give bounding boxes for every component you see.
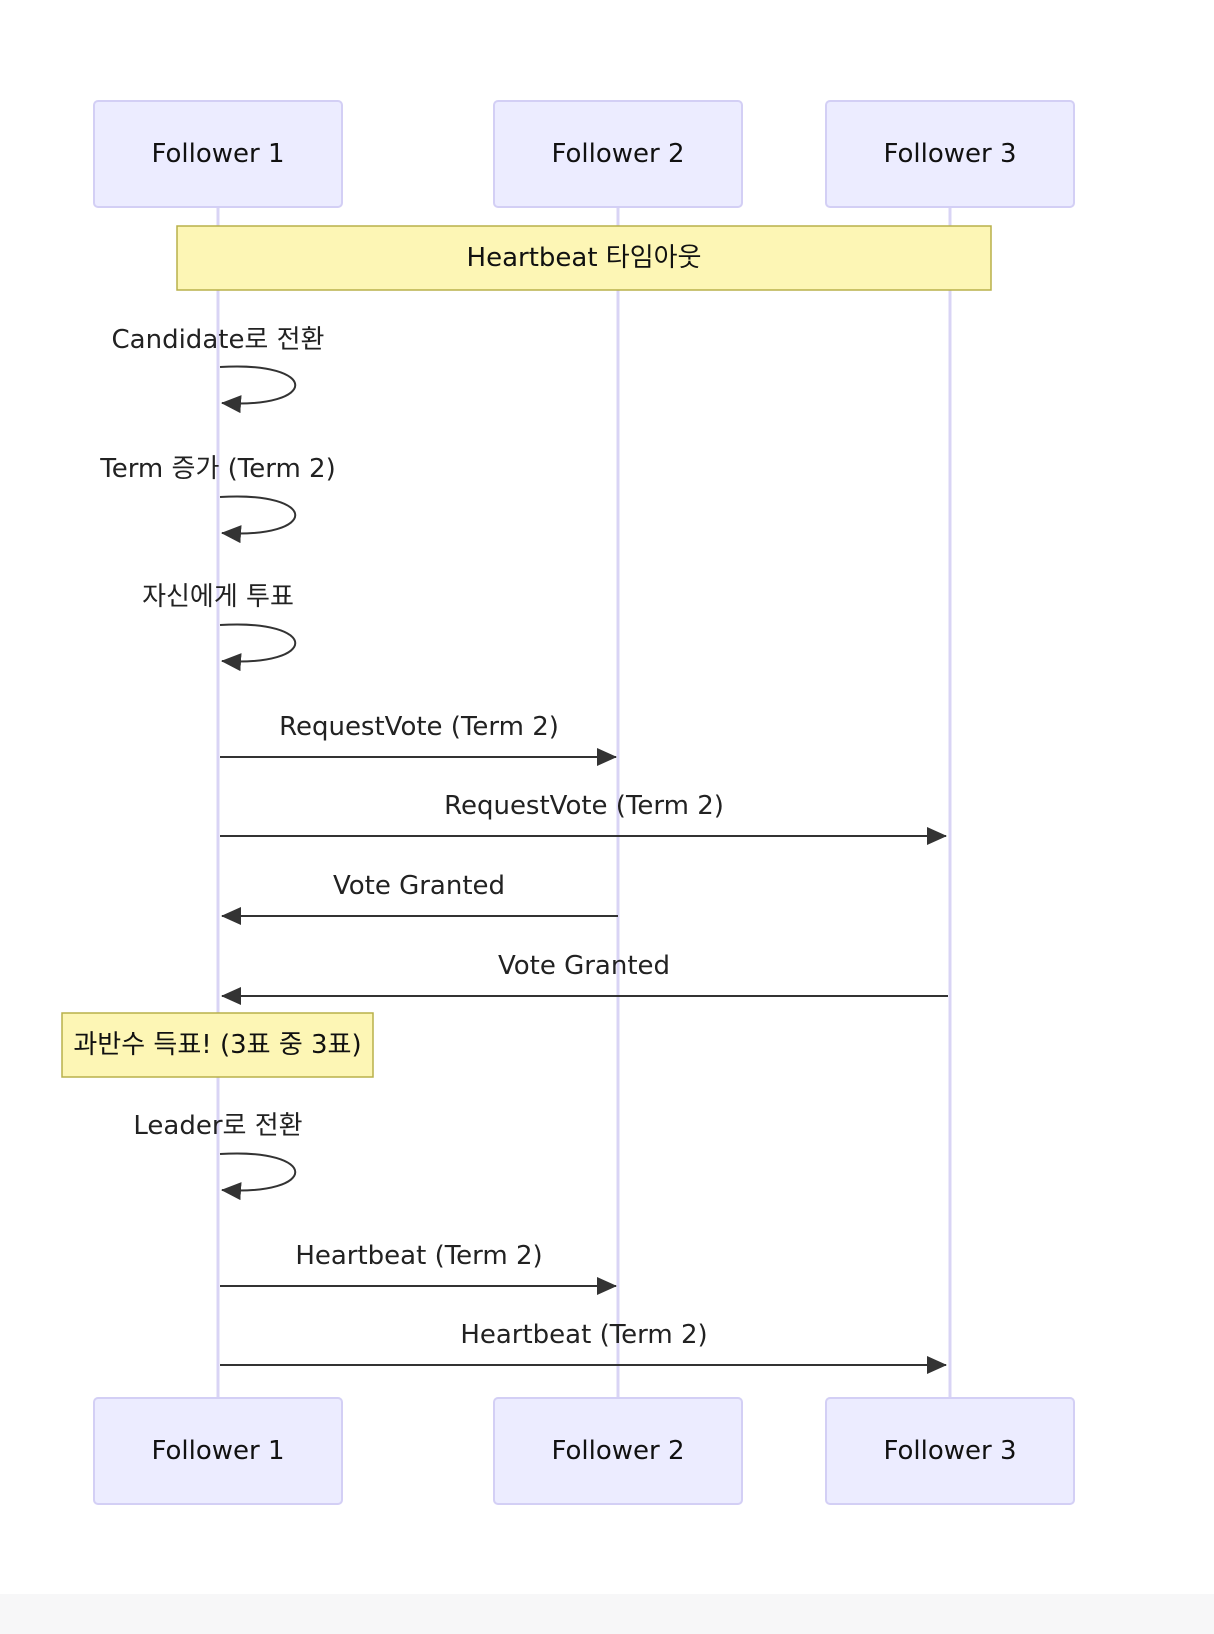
message-label: Leader로 전환 [133,1111,302,1141]
self-loop-arrow [219,623,297,672]
participant-box [825,1397,1075,1505]
participant-label: Follower 1 [151,1436,284,1466]
self-message-term-increase: Term 증가 (Term 2) [99,454,336,544]
message-label: Heartbeat (Term 2) [295,1241,542,1271]
message-vote-granted-f2: Vote Granted [221,871,618,925]
participant-top-f2: Follower 2 [493,100,743,208]
participant-box [93,1397,343,1505]
participant-top-f1: Follower 1 [93,100,343,208]
self-loop-arrow [219,365,297,414]
note-majority: 과반수 득표! (3표 중 3표) [61,1012,374,1078]
message-label: RequestVote (Term 2) [444,791,724,821]
participant-label: Follower 3 [883,1436,1016,1466]
message-label: Heartbeat (Term 2) [460,1320,707,1350]
note-text: 과반수 득표! (3표 중 3표) [73,1030,361,1060]
participant-bottom-f3: Follower 3 [825,1397,1075,1505]
message-label: Vote Granted [498,951,670,981]
message-requestvote-f3: RequestVote (Term 2) [220,791,947,845]
self-message-leader: Leader로 전환 [133,1111,303,1201]
participant-label: Follower 2 [551,1436,684,1466]
participant-bottom-f1: Follower 1 [93,1397,343,1505]
self-message-self-vote: 자신에게 투표 [142,582,297,672]
note-box [176,225,992,291]
self-message-candidate: Candidate로 전환 [112,325,325,414]
message-heartbeat-f2: Heartbeat (Term 2) [220,1241,617,1295]
message-heartbeat-f3: Heartbeat (Term 2) [220,1320,947,1374]
participant-box [493,1397,743,1505]
participant-label: Follower 3 [883,139,1016,169]
participant-box [825,100,1075,208]
message-label: Vote Granted [333,871,505,901]
note-box [61,1012,374,1078]
message-label: 자신에게 투표 [142,582,294,612]
self-loop-arrow [219,495,297,544]
participant-label: Follower 2 [551,139,684,169]
self-loop-arrow [219,1152,297,1201]
participant-bottom-f2: Follower 2 [493,1397,743,1505]
message-label: Candidate로 전환 [112,325,325,355]
participant-box [93,100,343,208]
note-text: Heartbeat 타임아웃 [467,243,702,273]
message-label: RequestVote (Term 2) [279,712,559,742]
note-heartbeat-timeout: Heartbeat 타임아웃 [176,225,992,291]
participant-label: Follower 1 [151,139,284,169]
message-vote-granted-f3: Vote Granted [221,951,948,1005]
participant-top-f3: Follower 3 [825,100,1075,208]
message-label: Term 증가 (Term 2) [99,454,336,484]
message-requestvote-f2: RequestVote (Term 2) [220,712,617,766]
participant-box [493,100,743,208]
